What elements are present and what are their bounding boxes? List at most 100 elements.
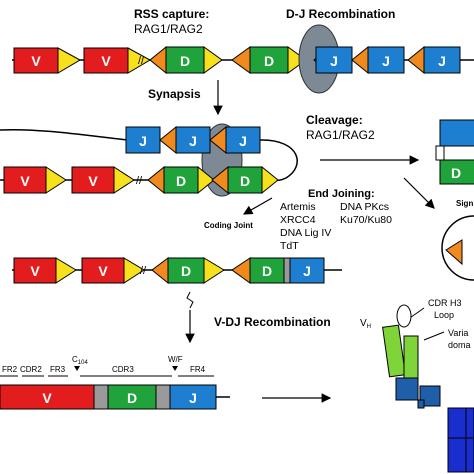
d-segment-2-label: D — [264, 53, 274, 69]
signal-joint-label: Sign — [456, 199, 473, 208]
v-segment-synapsis-2 — [71, 166, 115, 194]
cleavage-enzymes-label: RAG1/RAG2 — [306, 128, 375, 142]
heptamer-triangle — [261, 165, 279, 195]
j-region — [169, 384, 217, 410]
rss-capture-label: RSS capture: — [134, 7, 209, 21]
coding-joint-arrow — [242, 197, 273, 215]
cdr-h3-label: CDR H3 — [428, 298, 462, 308]
nonamer-triangle — [407, 45, 425, 75]
nonamer-triangle — [351, 45, 369, 75]
d-segment-joined-2 — [249, 257, 285, 284]
heptamer-triangle — [203, 257, 225, 284]
signal-joint-circle — [441, 215, 474, 281]
j-segment-synapsis-1-label: J — [139, 133, 147, 149]
ku-label: Ku70/Ku80 — [340, 214, 392, 226]
dj-joined-row: V V // D D J — [12, 257, 342, 285]
nonamer-triangle — [231, 46, 251, 74]
d-segment-synapsis-2-label: D — [240, 173, 250, 189]
wf-marker — [172, 366, 178, 371]
coding-joint-label: Coding Joint — [204, 221, 253, 230]
cleavage-label: Cleavage: — [306, 113, 363, 127]
nonamer-triangle — [159, 125, 177, 155]
hinge-link — [417, 399, 425, 409]
j-segment-3 — [423, 46, 461, 74]
nonamer-triangle — [151, 257, 169, 285]
j-segment-synapsis-2-label: J — [189, 133, 197, 149]
xrcc4-label: XRCC4 — [280, 214, 316, 226]
d-segment-synapsis-2 — [227, 166, 263, 194]
nonamer-triangle — [231, 257, 251, 284]
v-region — [0, 384, 95, 410]
j-segment-synapsis-3 — [225, 126, 261, 154]
d-segment-cleaved-label: D — [451, 165, 461, 181]
signal-joint-arrow — [403, 177, 435, 209]
tdt-label: TdT — [280, 240, 299, 252]
c104-label: C104 — [72, 355, 88, 366]
locus-break-mark: // — [138, 55, 145, 67]
v-segment-2 — [83, 47, 129, 74]
d-region — [107, 384, 157, 410]
ch2-domain-left — [447, 407, 467, 439]
ch1-domain — [395, 377, 419, 401]
looped-dna-strand — [0, 128, 129, 141]
ch3-domain-right — [465, 437, 474, 473]
j-region-label: J — [189, 390, 197, 406]
j-segment-synapsis-2 — [175, 126, 211, 154]
j-segment-2 — [367, 46, 405, 74]
vdj-recombination-label: V-DJ Recombination — [214, 315, 331, 329]
heptamer-triangle — [57, 47, 82, 74]
cl-domain — [419, 385, 441, 407]
nonamer-triangle — [147, 165, 165, 195]
dna-pkcs-label: DNA PKcs — [340, 201, 389, 213]
domain-label: doma — [448, 340, 471, 350]
heptamer-triangle — [55, 257, 77, 284]
heptamer-triangle — [113, 166, 135, 194]
j-segment-cleaved — [439, 119, 474, 147]
j-segment-1 — [315, 46, 353, 74]
v-segment-1-label: V — [31, 53, 41, 69]
locus-break-mark: // — [140, 265, 147, 277]
dna-lig-iv-label: DNA Lig IV — [280, 227, 331, 239]
antibody-structure: CDR H3 Loop Varia doma VH — [360, 298, 474, 473]
ch2-domain-right — [465, 407, 474, 439]
artemis-label: Artemis — [280, 201, 316, 213]
rag1-rag2-label: RAG1/RAG2 — [134, 22, 203, 36]
j-segment-2-label: J — [382, 53, 390, 69]
d-region-label: D — [127, 390, 137, 406]
heptamer-triangle — [203, 46, 223, 74]
wf-label: W/F — [168, 355, 183, 364]
cdr-h3-loop — [396, 304, 412, 328]
j-segment-joined-label: J — [303, 263, 311, 279]
cdr3-label: CDR3 — [112, 365, 134, 374]
d-segment-joined-2-label: D — [262, 263, 272, 279]
v-segment-joined-2-label: V — [98, 263, 108, 279]
v-segment-joined-1-label: V — [30, 263, 40, 279]
synapsis-label: Synapsis — [148, 87, 201, 101]
j-segment-3-label: J — [438, 53, 446, 69]
d-segment-1 — [165, 46, 205, 74]
j-segment-1-label: J — [330, 53, 338, 69]
fr4-label: FR4 — [190, 365, 206, 374]
dj-recombination-label: D-J Recombination — [286, 7, 395, 21]
variable-domain-pointer — [423, 331, 445, 341]
end-joining-factors: End Joining: Artemis DNA PKcs XRCC4 Ku70… — [280, 188, 392, 252]
v-segment-2-label: V — [101, 53, 111, 69]
cdr2-label: CDR2 — [20, 365, 42, 374]
j-segment-joined — [289, 257, 325, 284]
d-segment-1-label: D — [180, 53, 190, 69]
fr2-label: FR2 — [2, 365, 18, 374]
heptamer-triangle — [127, 47, 152, 74]
signal-joint-heptamer — [445, 239, 463, 266]
d-segment-joined-1-label: D — [181, 263, 191, 279]
cleaved-products: D — [435, 119, 474, 185]
j-segment-synapsis-1 — [125, 126, 161, 154]
d-segment-2 — [249, 46, 289, 74]
heptamer-triangle — [45, 166, 67, 194]
d-segment-synapsis-1-label: D — [176, 173, 186, 189]
v-segment-joined-2 — [81, 257, 125, 284]
synaptic-complex: J J J V V // D D — [0, 123, 298, 197]
v-segment-synapsis-2-label: V — [88, 173, 98, 189]
germline-locus-row: V V // D D J J J — [12, 24, 474, 94]
